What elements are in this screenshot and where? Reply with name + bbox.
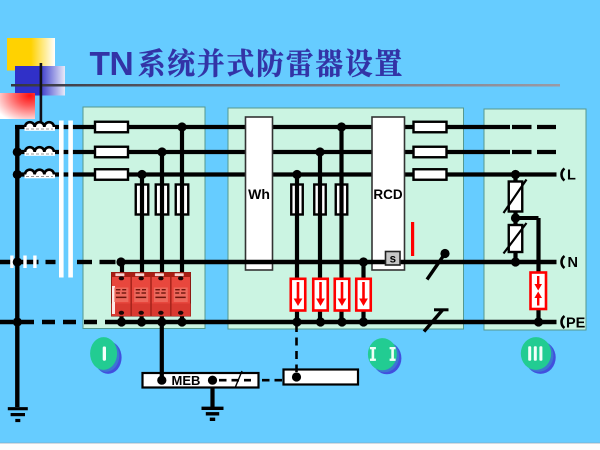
svg-text:RCD: RCD (373, 187, 402, 202)
svg-text:PE: PE (566, 316, 586, 332)
svg-text:MEB: MEB (172, 373, 201, 388)
svg-text:L: L (567, 168, 576, 184)
svg-text:N: N (568, 255, 578, 271)
svg-text:TN: TN (90, 46, 134, 83)
svg-text:Wh: Wh (248, 186, 270, 202)
svg-text:s: s (390, 254, 396, 266)
